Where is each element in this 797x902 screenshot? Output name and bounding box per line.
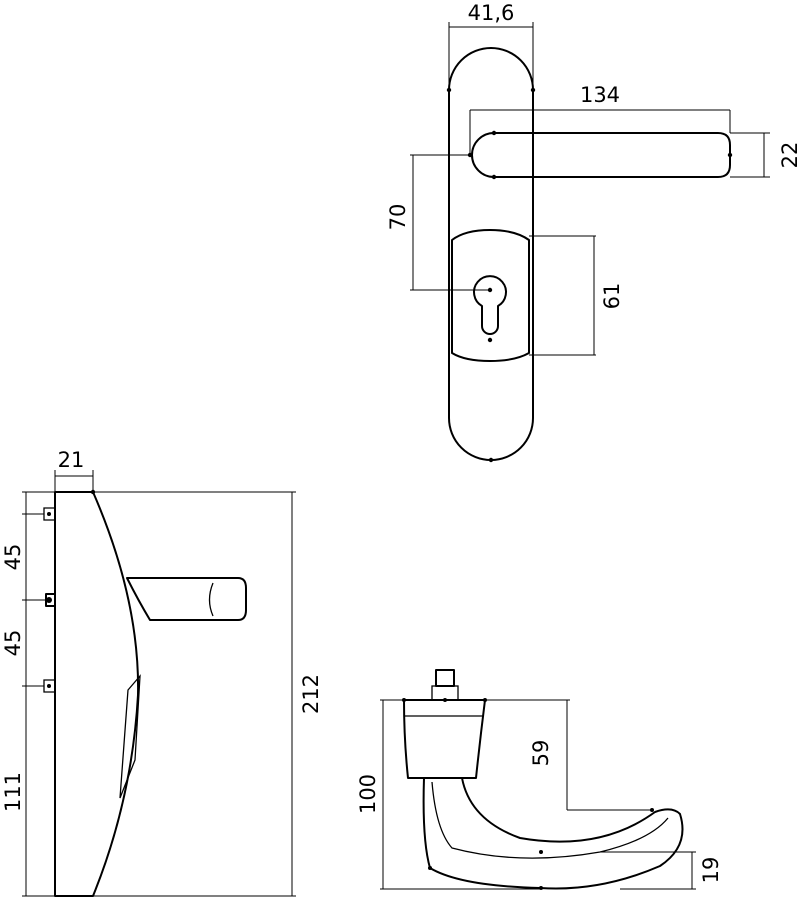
dim-lever-length: 134 (469, 83, 731, 155)
top-lever-outline (422, 777, 684, 890)
back-plate-outline (448, 47, 534, 461)
side-lever-outline (126, 577, 247, 621)
dim-plate-width: 41,6 (448, 1, 534, 90)
plate-width-label: 41,6 (468, 1, 515, 25)
lever-side-height-label: 100 (356, 774, 380, 814)
escutcheon-outline (451, 229, 530, 362)
side-lever-grip (208, 582, 214, 617)
side-plate-outline (54, 491, 140, 897)
spindle (435, 669, 455, 687)
lever-outline (471, 132, 731, 178)
lever-length-label: 134 (580, 83, 620, 107)
front-view: 41,6 134 22 70 61 (386, 1, 797, 463)
cylinder-keyhole (473, 275, 507, 335)
lower-section-label: 111 (1, 772, 25, 812)
dim-lever-side-height: 100 (356, 699, 540, 890)
top-view-points (402, 698, 654, 890)
dim-lever-thickness: 22 (730, 132, 797, 178)
dim-handle-thickness: 19 (600, 851, 723, 890)
front-view-points (446, 87, 733, 463)
escutcheon-height-label: 61 (600, 283, 624, 310)
lever-thickness-label: 22 (778, 142, 797, 169)
upper-spacing-label: 45 (1, 544, 25, 571)
rose-outline (403, 699, 486, 779)
dim-lever-to-cylinder: 70 (386, 154, 490, 291)
top-lever-inner (431, 781, 669, 859)
dim-escutcheon-height: 61 (529, 235, 624, 356)
total-height-label: 212 (299, 674, 323, 714)
side-depth-label: 21 (58, 448, 85, 472)
dim-side-depth: 21 (54, 448, 94, 492)
top-view: 100 59 19 (356, 669, 723, 890)
lever-to-cylinder-label: 70 (386, 204, 410, 231)
dim-total-height: 212 (93, 491, 323, 897)
side-recess (119, 674, 141, 799)
rose-height-label: 59 (529, 740, 553, 767)
dim-side-vertical-chain: 45 45 111 (1, 491, 55, 897)
lower-spacing-label: 45 (1, 630, 25, 657)
dim-rose-height: 59 (485, 699, 652, 811)
handle-thickness-label: 19 (699, 857, 723, 884)
side-view: 21 45 45 111 212 (1, 448, 323, 897)
spindle-base (431, 685, 459, 701)
